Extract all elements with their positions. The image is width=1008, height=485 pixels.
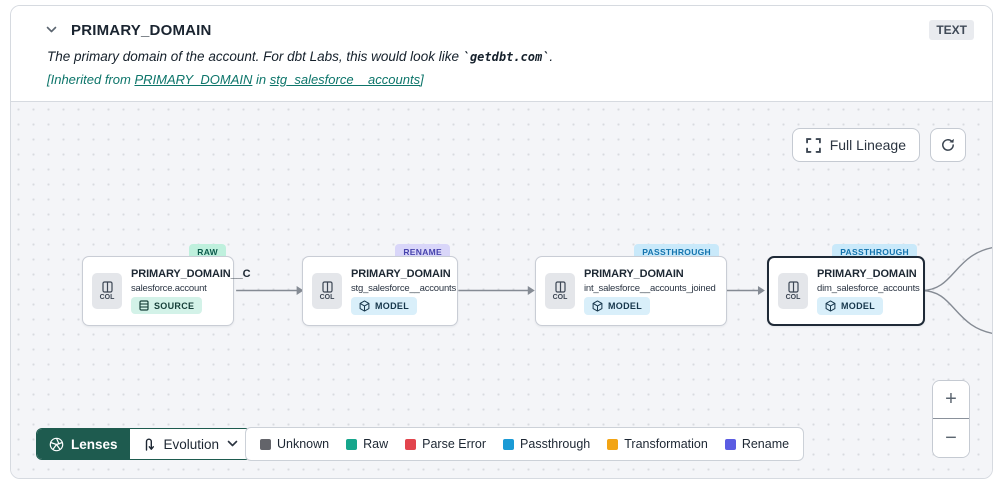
- lenses-label: Lenses: [71, 436, 118, 452]
- edge-arrowhead: [296, 286, 304, 295]
- inherited-note: [Inherited from PRIMARY_DOMAIN in stg_sa…: [47, 72, 424, 87]
- evolution-lens-selector[interactable]: Evolution: [129, 429, 251, 459]
- legend-swatch: [724, 438, 736, 450]
- edge-arrowhead: [757, 286, 765, 295]
- model-cube-icon: [825, 299, 836, 312]
- node-model-name: stg_salesforce__accounts: [351, 282, 457, 294]
- column-header: PRIMARY_DOMAIN TEXT The primary domain o…: [11, 6, 992, 101]
- node-model-name: int_salesforce__accounts_joined: [584, 282, 716, 294]
- evolution-label: Evolution: [163, 436, 220, 452]
- evolution-legend: Unknown Raw Parse Error Passthrough Tran…: [245, 427, 805, 461]
- node-stg-salesforce-accounts[interactable]: RENAME COL PRIMARY_DOMAIN stg_salesforce…: [302, 244, 458, 326]
- node-salesforce-account[interactable]: RAW COL PRIMARY_DOMAIN__C salesforce.acc…: [82, 244, 251, 326]
- node-dim-salesforce-accounts[interactable]: PASSTHROUGH COL PRIMARY_DOMAIN dim_sales…: [767, 244, 925, 326]
- node-column-name: PRIMARY_DOMAIN: [817, 267, 917, 280]
- collapse-chevron-button[interactable]: [41, 20, 61, 40]
- column-type-badge: TEXT: [929, 20, 974, 40]
- node-type-chip: MODEL: [817, 296, 883, 315]
- column-chip: COL: [92, 273, 122, 309]
- node-column-name: PRIMARY_DOMAIN: [351, 267, 451, 280]
- legend-item-raw: Raw: [346, 437, 388, 451]
- expand-corners-icon: [805, 137, 821, 153]
- legend-item-unknown: Unknown: [260, 437, 329, 451]
- column-icon: [101, 281, 113, 293]
- evolution-route-icon: [145, 438, 154, 451]
- refresh-icon: [942, 138, 954, 151]
- legend-swatch: [503, 438, 515, 450]
- node-column-name: PRIMARY_DOMAIN__C: [131, 268, 251, 280]
- zoom-in-button[interactable]: +: [933, 381, 969, 419]
- legend-swatch: [346, 438, 358, 450]
- column-title: PRIMARY_DOMAIN: [71, 21, 212, 39]
- legend-swatch: [260, 438, 271, 450]
- column-chip: COL: [545, 273, 575, 309]
- column-chip: COL: [778, 273, 808, 309]
- node-type-chip: SOURCE: [131, 297, 203, 314]
- refresh-button[interactable]: [930, 128, 966, 162]
- node-int-salesforce-accounts-joined[interactable]: PASSTHROUGH COL PRIMARY_DOMAIN int_sales…: [535, 244, 727, 326]
- legend-swatch: [405, 438, 417, 450]
- lineage-edges: [236, 247, 992, 334]
- source-icon: [139, 300, 149, 311]
- model-cube-icon: [592, 299, 603, 312]
- legend-item-rename: Rename: [724, 437, 789, 451]
- chevron-down-icon: [227, 440, 238, 447]
- lineage-canvas[interactable]: Full Lineage RAW COL PRIMARY_DOMAI: [11, 101, 992, 478]
- model-cube-icon: [359, 299, 370, 312]
- description-text: The primary domain of the account. For d…: [47, 49, 463, 64]
- lenses-button[interactable]: Lenses: [37, 429, 130, 459]
- zoom-controls: + −: [932, 380, 970, 458]
- column-description: The primary domain of the account. For d…: [47, 49, 554, 64]
- legend-item-transformation: Transformation: [607, 437, 708, 451]
- lens-aperture-icon: [49, 437, 64, 451]
- legend-item-passthrough: Passthrough: [503, 437, 590, 451]
- column-icon: [554, 281, 566, 293]
- legend-item-parse-error: Parse Error: [405, 437, 486, 451]
- full-lineage-label: Full Lineage: [829, 137, 906, 153]
- node-type-chip: MODEL: [351, 296, 417, 315]
- column-icon: [787, 281, 799, 293]
- lineage-edge-fork-up: [921, 247, 992, 292]
- node-model-name: dim_salesforce_accounts: [817, 282, 920, 294]
- zoom-out-button[interactable]: −: [933, 419, 969, 457]
- column-chip: COL: [312, 273, 342, 309]
- node-model-name: salesforce.account: [131, 283, 207, 294]
- chevron-down-icon: [46, 26, 56, 33]
- legend-swatch: [607, 438, 619, 450]
- inherited-model-link[interactable]: stg_salesforce__accounts: [269, 72, 421, 87]
- edge-arrowhead: [527, 286, 535, 295]
- node-type-chip: MODEL: [584, 296, 650, 315]
- description-code: `getdbt.com`: [462, 50, 550, 64]
- node-column-name: PRIMARY_DOMAIN: [584, 267, 684, 280]
- lineage-edge-fork-down: [921, 289, 992, 334]
- inherited-column-link[interactable]: PRIMARY_DOMAIN: [134, 72, 253, 87]
- column-lineage-panel: PRIMARY_DOMAIN TEXT The primary domain o…: [10, 5, 993, 479]
- column-icon: [321, 281, 333, 293]
- lenses-toolbar: Lenses Evolution: [36, 428, 252, 460]
- full-lineage-button[interactable]: Full Lineage: [791, 128, 920, 162]
